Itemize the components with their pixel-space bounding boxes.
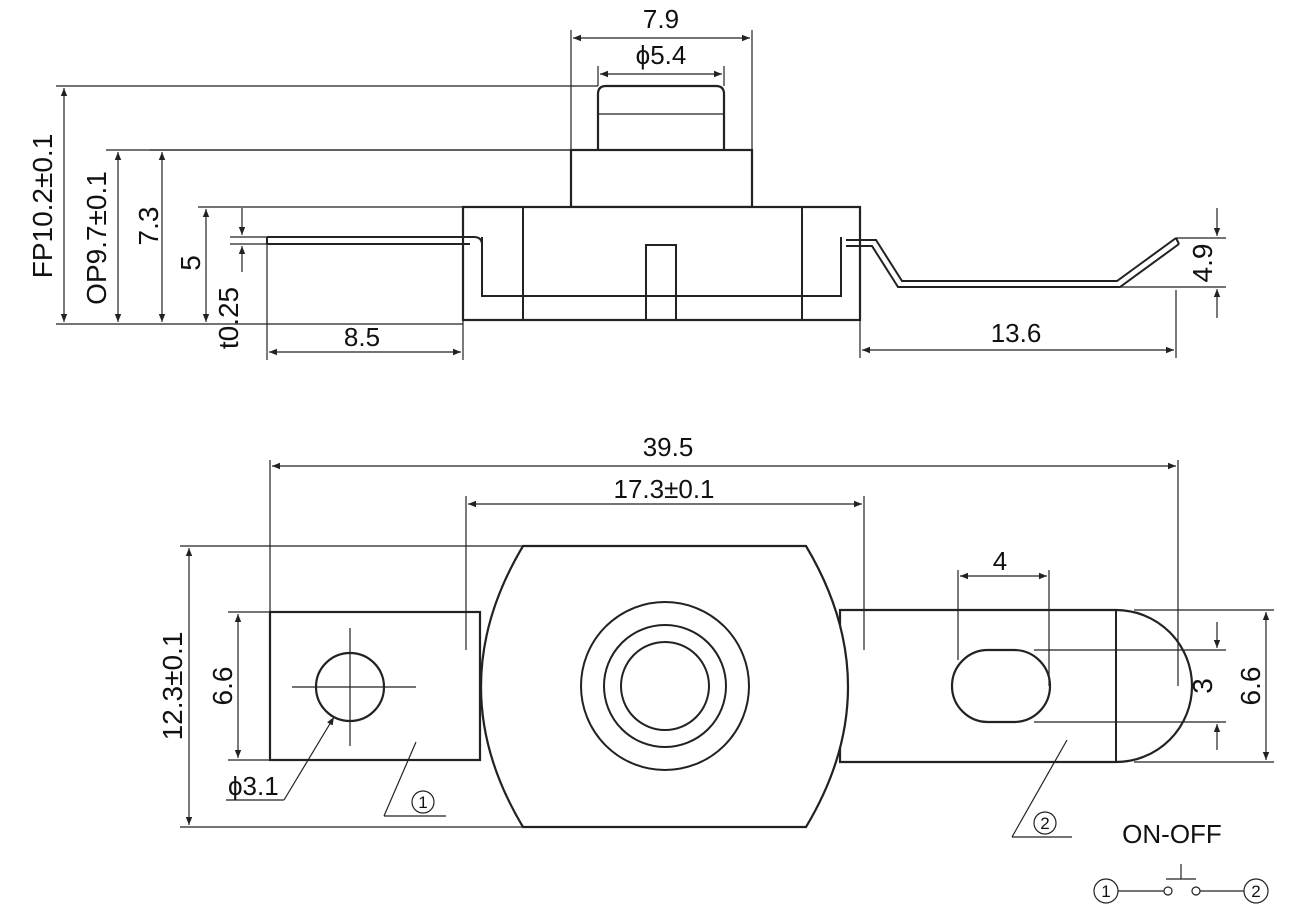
- terminal-2-leader: [1011, 739, 1068, 838]
- body-slot: [645, 244, 677, 321]
- dim-right-tab: 13.6: [991, 318, 1042, 348]
- dim-slot-width: 3: [1187, 678, 1218, 694]
- left-terminal-profile: [267, 236, 483, 246]
- collar-mid: [603, 624, 727, 748]
- dim-right-height: 4.9: [1187, 244, 1218, 283]
- collar-inner: [620, 641, 710, 731]
- dim-overall: 39.5: [643, 432, 694, 462]
- switch-body-top: [479, 544, 850, 829]
- side-view: 7.9 ϕ5.4 FP10.2±0.1 OP9.7±0.1 7.3 5 t0.2…: [27, 4, 1226, 360]
- schematic-contact-right: [1191, 886, 1201, 896]
- stem-housing: [569, 148, 754, 209]
- terminal-1-callout: 1: [418, 793, 427, 812]
- terminal-2-badge: [1033, 811, 1057, 835]
- dim-fp: FP10.2±0.1: [27, 134, 58, 279]
- collar-outer: [580, 601, 750, 771]
- dim-op: OP9.7±0.1: [81, 171, 112, 305]
- hole-leader: [283, 716, 335, 801]
- terminal-slot: [950, 648, 1052, 724]
- body-inner-outline: [481, 237, 842, 297]
- dim-hole: ϕ3.1: [228, 771, 279, 801]
- plunger: [596, 84, 726, 150]
- dim-height: 7.3: [133, 207, 164, 246]
- schematic-contact-left: [1163, 886, 1173, 896]
- dim-body-height: 12.3±0.1: [157, 632, 188, 741]
- terminal-1-badge: [411, 790, 435, 814]
- terminal-2-callout: 2: [1040, 814, 1049, 833]
- dim-left-tab-height: 6.6: [207, 667, 238, 706]
- dim-right-tab-height: 6.6: [1235, 667, 1266, 706]
- dim-body-width: 17.3±0.1: [613, 474, 714, 504]
- dim-left-tab: 8.5: [344, 322, 380, 352]
- schematic-terminal-1: 1: [1101, 882, 1110, 901]
- schematic-terminal-2: 2: [1251, 882, 1260, 901]
- dim-body: 5: [175, 255, 206, 271]
- schematic-terminal-2-badge: [1243, 878, 1269, 904]
- switch-schematic: ON-OFF 1 2: [1093, 819, 1269, 904]
- dim-thickness: t0.25: [213, 287, 244, 349]
- schematic-title: ON-OFF: [1122, 819, 1222, 849]
- terminal-1-leader: [383, 741, 417, 817]
- dim-button-dia: ϕ5.4: [636, 40, 687, 70]
- top-view: 39.5 17.3±0.1 12.3±0.1 6.6 ϕ3.1 1 4: [157, 432, 1274, 838]
- right-terminal-profile: [846, 237, 1180, 288]
- right-terminal-end: [1175, 237, 1180, 245]
- dim-width-top: 7.9: [643, 4, 679, 34]
- dim-slot-length: 4: [993, 546, 1007, 576]
